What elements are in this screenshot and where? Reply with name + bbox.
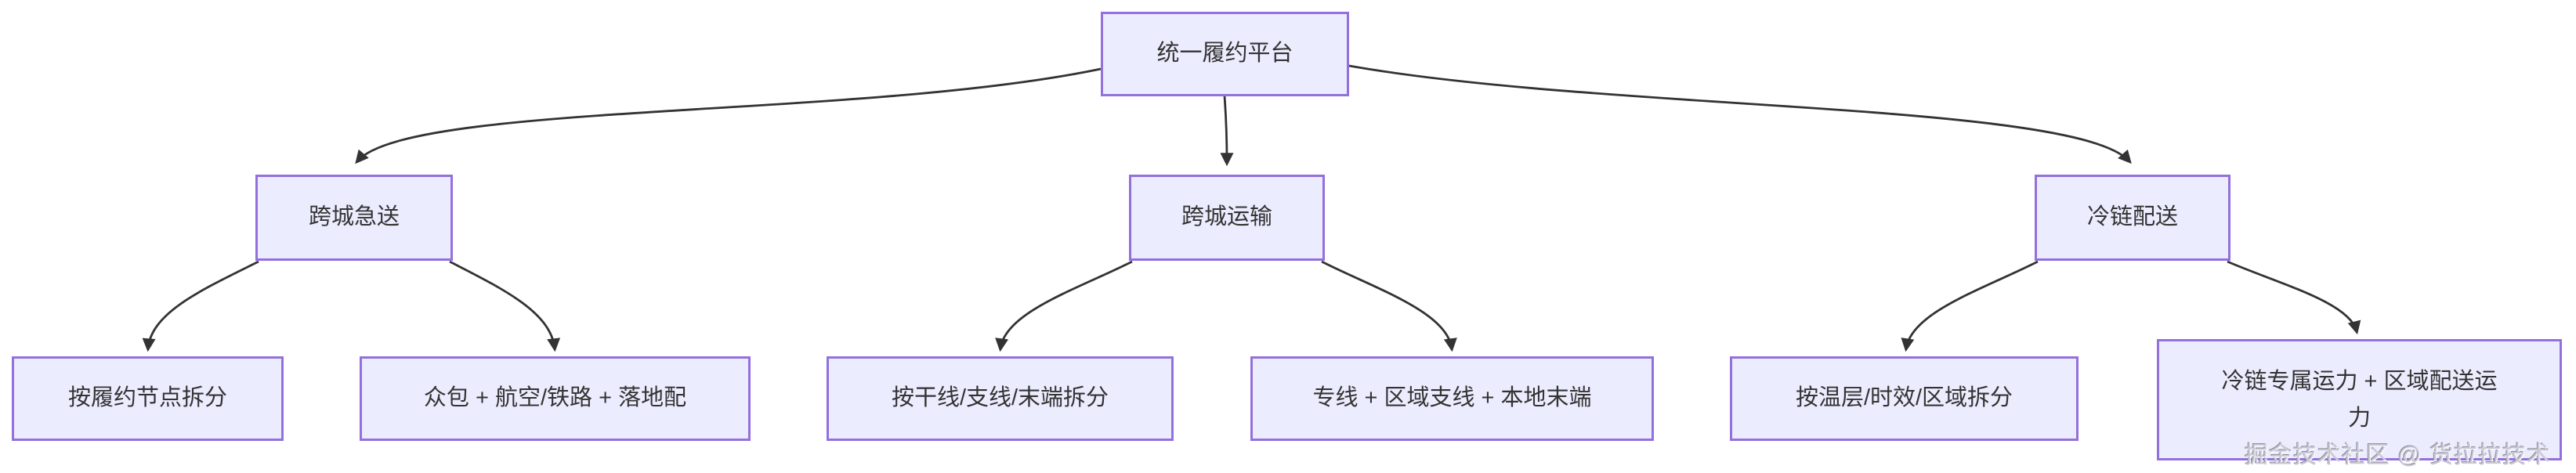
node-label: 统一履约平台 [1156,41,1293,67]
edge-coldchain-coldchain-capacity [2227,260,2361,335]
node-coldchain-delivery: 冷链配送 [2035,175,2230,261]
node-dedicated-regional-local: 专线 + 区域支线 + 本地末端 [1250,356,1654,441]
edge-root-express [355,67,1102,164]
edge-express-express-capacity [449,260,561,352]
node-label: 按干线/支线/末端拆分 [891,385,1109,411]
edge-root-coldchain [1348,64,2132,164]
node-crowdsourcing-air-rail-lastmile: 众包 + 航空/铁路 + 落地配 [360,356,751,441]
node-split-by-trunk-branch-end: 按干线/支线/末端拆分 [827,356,1174,441]
node-unified-fulfillment-platform: 统一履约平台 [1101,12,1349,96]
node-label: 跨城急送 [308,204,400,230]
node-label: 冷链配送 [2086,204,2178,230]
edge-express-express-split [142,260,259,352]
node-crosscity-express: 跨城急送 [255,175,453,261]
edge-transport-transport-capacity [1321,260,1457,352]
node-label: 跨城运输 [1181,204,1272,230]
edge-transport-transport-split [995,260,1133,352]
node-split-by-fulfillment-node: 按履约节点拆分 [12,356,284,441]
node-coldchain-dedicated-regional-capacity: 冷链专属运力 + 区域配送运 力 [2157,339,2562,460]
node-label: 按温层/时效/区域拆分 [1795,385,2013,411]
edge-root-transport [1220,96,1234,167]
node-label: 按履约节点拆分 [67,385,227,411]
node-split-by-temperature-sla-region: 按温层/时效/区域拆分 [1730,356,2079,441]
node-label: 冷链专属运力 + 区域配送运 力 [2221,369,2498,431]
node-label: 众包 + 航空/铁路 + 落地配 [423,385,687,411]
node-crosscity-transport: 跨城运输 [1129,175,1325,261]
edge-coldchain-coldchain-split [1901,260,2039,352]
node-label: 专线 + 区域支线 + 本地末端 [1312,385,1592,411]
